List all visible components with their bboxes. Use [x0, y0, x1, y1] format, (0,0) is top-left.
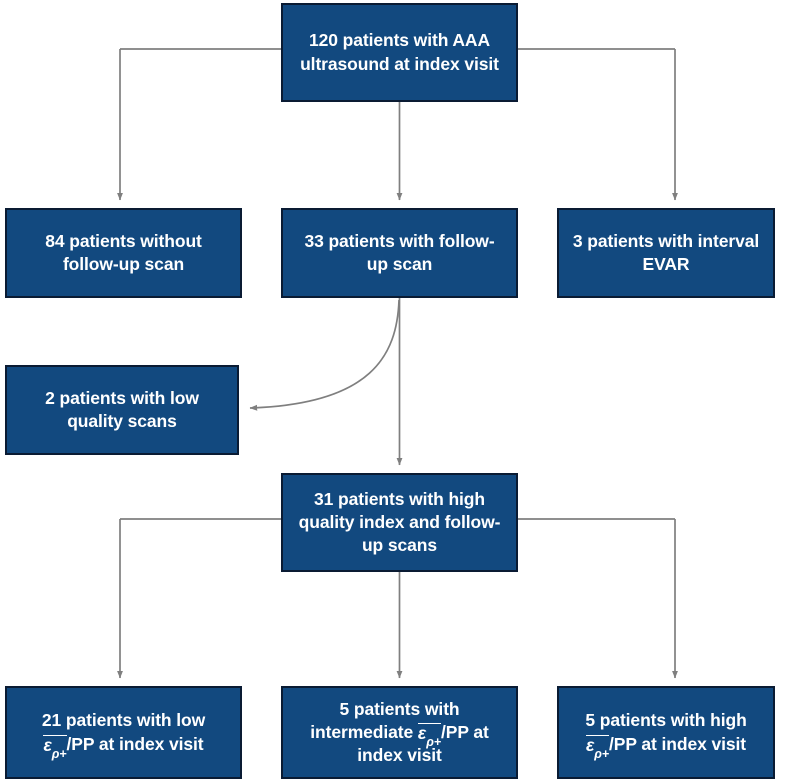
epsilon-subscript: ρ+: [426, 735, 441, 750]
node-low-quality-scans[interactable]: 2 patients with low quality scans: [5, 365, 239, 455]
epsilon-subscript: ρ+: [594, 746, 610, 761]
node-index-visit[interactable]: 120 patients with AAA ultrasound at inde…: [281, 3, 518, 102]
node-no-followup-line2: follow-up scan: [62, 254, 185, 274]
node-interval-evar-line2: EVAR: [642, 254, 690, 274]
node-int-strain-prefix: intermediate: [310, 721, 414, 742]
node-followup-label: 33 patients with follow- up scan: [293, 230, 506, 276]
node-interval-evar-line1: 3 patients with interval: [572, 230, 760, 251]
node-high-quality-line2: quality index and follow-: [298, 511, 501, 532]
node-int-strain-line1: 5 patients with: [339, 698, 460, 719]
node-followup-line2: up scan: [366, 254, 433, 274]
epsilon-glyph: ε: [417, 722, 427, 743]
node-interval-evar-label: 3 patients with interval EVAR: [569, 230, 763, 276]
node-intermediate-strain[interactable]: 5 patients with intermediate ερ+/PP at i…: [281, 686, 518, 779]
node-low-strain-suffix: /PP at index visit: [66, 733, 204, 754]
epsilon-glyph: ε: [585, 734, 595, 755]
node-high-strain-prefix: 5 patients with high: [585, 710, 747, 731]
node-low-quality-line2: quality scans: [67, 411, 177, 431]
node-low-quality-scans-label: 2 patients with low quality scans: [17, 387, 227, 433]
node-int-strain-line3: index visit: [357, 745, 442, 766]
mean-strain-symbol: ερ+: [43, 734, 67, 760]
node-low-strain[interactable]: 21 patients with low ερ+/PP at index vis…: [5, 686, 242, 779]
node-int-strain-symbol-group: intermediate ερ+/PP at: [310, 721, 489, 749]
node-high-quality-line1: 31 patients with high: [314, 488, 485, 509]
node-high-quality-scans-label: 31 patients with high quality index and …: [293, 488, 506, 557]
node-high-quality-line3: up scans: [361, 535, 438, 556]
node-followup[interactable]: 33 patients with follow- up scan: [281, 208, 518, 298]
node-high-quality-scans[interactable]: 31 patients with high quality index and …: [281, 473, 518, 572]
node-high-strain-label: 5 patients with high ερ+/PP at index vis…: [569, 709, 763, 760]
epsilon-subscript: ρ+: [51, 746, 67, 761]
node-int-strain-suffix: /PP at: [440, 721, 489, 742]
mean-strain-symbol: ερ+: [417, 722, 441, 749]
epsilon-glyph: ε: [43, 734, 52, 755]
node-low-strain-symbol-group: ερ+/PP at index visit: [43, 733, 204, 760]
node-high-strain[interactable]: 5 patients with high ερ+/PP at index vis…: [557, 686, 775, 779]
node-intermediate-strain-label: 5 patients with intermediate ερ+/PP at i…: [293, 698, 506, 767]
node-no-followup-line1: 84 patients without: [45, 230, 202, 251]
node-no-followup[interactable]: 84 patients without follow-up scan: [5, 208, 242, 298]
node-low-strain-label: 21 patients with low ερ+/PP at index vis…: [17, 709, 230, 760]
node-no-followup-label: 84 patients without follow-up scan: [17, 230, 230, 276]
node-index-visit-line1: 120 patients with AAA: [308, 30, 491, 51]
node-low-quality-line1: 2 patients with low: [45, 387, 199, 408]
node-high-strain-symbol-group: ερ+/PP at index visit: [585, 733, 747, 760]
node-low-strain-prefix: 21 patients with low: [41, 710, 206, 731]
node-index-visit-line2: ultrasound at index visit: [300, 53, 499, 74]
node-high-strain-suffix: /PP at index visit: [609, 733, 747, 754]
node-index-visit-label: 120 patients with AAA ultrasound at inde…: [293, 29, 506, 75]
node-interval-evar[interactable]: 3 patients with interval EVAR: [557, 208, 775, 298]
node-followup-line1: 33 patients with follow-: [304, 230, 495, 251]
edge-followup-to-low-quality: [249, 299, 400, 411]
mean-strain-symbol: ερ+: [585, 734, 609, 760]
